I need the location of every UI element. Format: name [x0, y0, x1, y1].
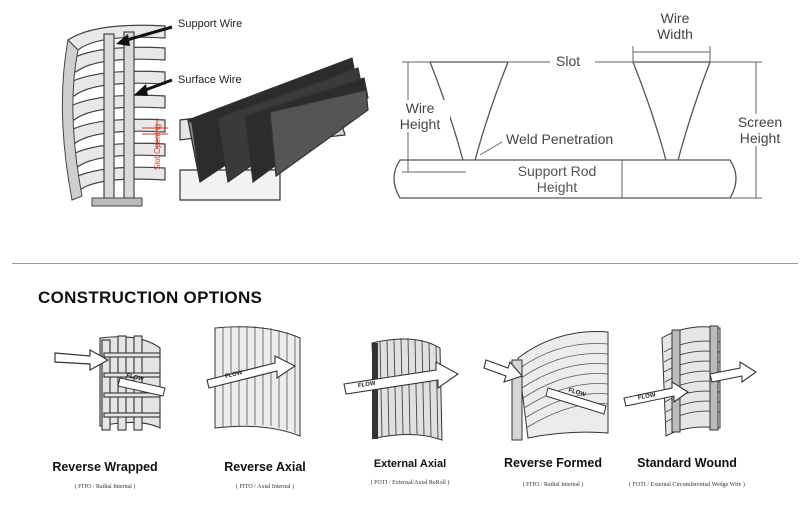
- wedge-wire-screen-diagram: Support Wire Surface Wire Slot Opening: [0, 0, 390, 230]
- screen-height-line-1: Screen: [737, 114, 783, 130]
- option-subtitle: ( FITO / Radial Internal ): [522, 482, 584, 488]
- support-rod-label: Support Rod Height: [502, 163, 612, 195]
- option-name: Reverse Formed: [504, 456, 602, 470]
- option-name: Standard Wound: [637, 456, 737, 470]
- weld-penetration-label: Weld Penetration: [506, 131, 614, 147]
- option-external-axial: FLOW External Axial ( FOTI / External/Ax…: [340, 318, 480, 508]
- option-subtitle: ( FITO / Axial Internal ): [235, 484, 295, 490]
- wire-height-label: Wire Height: [390, 100, 450, 132]
- option-name: Reverse Wrapped: [52, 460, 158, 474]
- option-subtitle: ( FITO / Radial Internal ): [74, 484, 136, 490]
- section-heading: CONSTRUCTION OPTIONS: [38, 288, 263, 307]
- option-subtitle: ( FOTI / External Circumferential Wedge …: [629, 482, 745, 488]
- option-name: Reverse Axial: [224, 460, 306, 474]
- option-subtitle: ( FOTI / External/Axial ReRoll ): [370, 480, 450, 486]
- option-standard-wound: FLOW Standard Wound ( FOTI / External Ci…: [612, 318, 782, 508]
- option-reverse-axial: FLOW Reverse Axial ( FITO / Axial Intern…: [195, 318, 335, 508]
- surface-wire-label: Surface Wire: [178, 74, 242, 86]
- wire-width-line-1: Wire: [660, 10, 690, 26]
- external-axial-illustration: [343, 337, 460, 441]
- dimension-drawing: [393, 46, 762, 199]
- reverse-axial-illustration: [206, 326, 301, 437]
- section-divider: [12, 263, 798, 264]
- option-reverse-wrapped: FLOW Reverse Wrapped ( FITO / Radial Int…: [30, 318, 180, 508]
- wire-height-line-1: Wire: [405, 100, 435, 116]
- option-name: External Axial: [373, 458, 447, 470]
- wire-width-line-2: Width: [657, 26, 693, 42]
- slot-opening-label: Slot Opening: [153, 123, 162, 170]
- support-wire-label: Support Wire: [178, 18, 243, 30]
- screen-cylinder-illustration: [61, 24, 369, 207]
- screen-height-label: Screen Height: [728, 114, 792, 146]
- option-reverse-formed: FLOW Reverse Formed ( FITO / Radial Inte…: [478, 318, 628, 508]
- wedge-wire-dimension-diagram: Wire Width Slot Wire Height Weld Penetra…: [390, 0, 810, 230]
- screen-height-line-2: Height: [739, 130, 781, 146]
- reverse-wrapped-illustration: [54, 335, 166, 431]
- standard-wound-illustration: [623, 325, 757, 437]
- support-rod-line-2: Height: [536, 179, 578, 195]
- wire-width-label: Wire Width: [645, 10, 705, 42]
- wire-height-line-2: Height: [399, 116, 441, 132]
- reverse-formed-illustration: [483, 331, 609, 441]
- slot-label: Slot: [556, 53, 581, 69]
- support-rod-line-1: Support Rod: [517, 163, 597, 179]
